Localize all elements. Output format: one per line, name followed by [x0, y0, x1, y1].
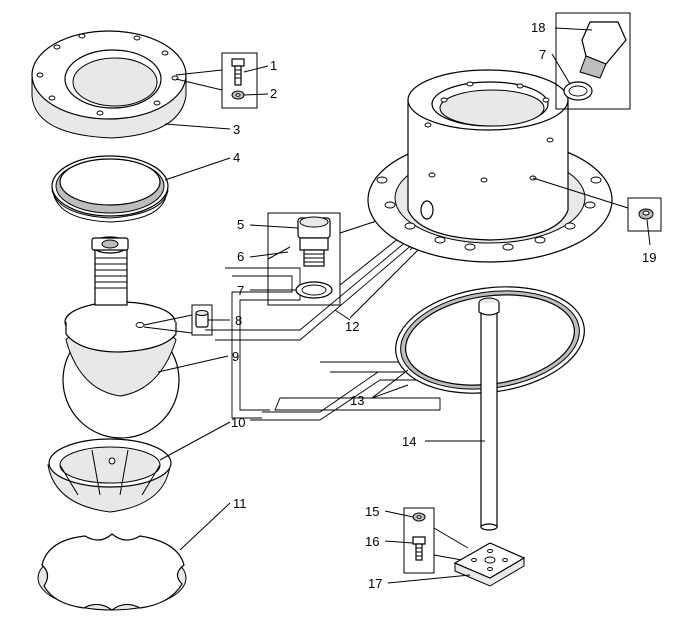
callout-18: 18 — [531, 20, 545, 35]
small-plug-box — [627, 197, 662, 232]
wavy-disc-part-11 — [37, 533, 187, 611]
callout-9: 9 — [232, 349, 239, 364]
callout-7-plug: 7 — [237, 283, 244, 298]
bolt-washer-box-lower — [403, 507, 469, 574]
callout-4: 4 — [233, 150, 240, 165]
rod-part-14 — [478, 297, 500, 531]
callout-labels: 1 2 3 4 5 6 7 7 8 9 10 11 12 13 14 15 16… — [231, 20, 656, 591]
cup-part-10 — [47, 438, 172, 513]
callout-19: 19 — [642, 250, 656, 265]
callout-15: 15 — [365, 504, 379, 519]
callout-11: 11 — [233, 496, 247, 511]
callout-6: 6 — [237, 249, 244, 264]
callout-1: 1 — [270, 58, 277, 73]
callout-14: 14 — [402, 434, 416, 449]
callout-10: 10 — [231, 415, 245, 430]
callout-7-cartridge: 7 — [539, 47, 546, 62]
leader-lines — [157, 27, 651, 584]
housing-part-12 — [367, 69, 629, 263]
square-plate-part-17 — [453, 542, 526, 587]
callout-2: 2 — [270, 86, 277, 101]
flange-ring-part-3 — [31, 30, 187, 139]
bolt-washer-box — [175, 52, 258, 109]
callout-16: 16 — [365, 534, 379, 549]
seal-ring-part-4 — [51, 155, 169, 223]
callout-17: 17 — [368, 576, 382, 591]
callout-3: 3 — [233, 122, 240, 137]
callout-12: 12 — [345, 319, 359, 334]
ball-stud-part-9 — [62, 236, 180, 439]
callout-8: 8 — [235, 313, 242, 328]
cartridge-box — [555, 12, 631, 110]
callout-13: 13 — [350, 393, 364, 408]
callout-5: 5 — [237, 217, 244, 232]
